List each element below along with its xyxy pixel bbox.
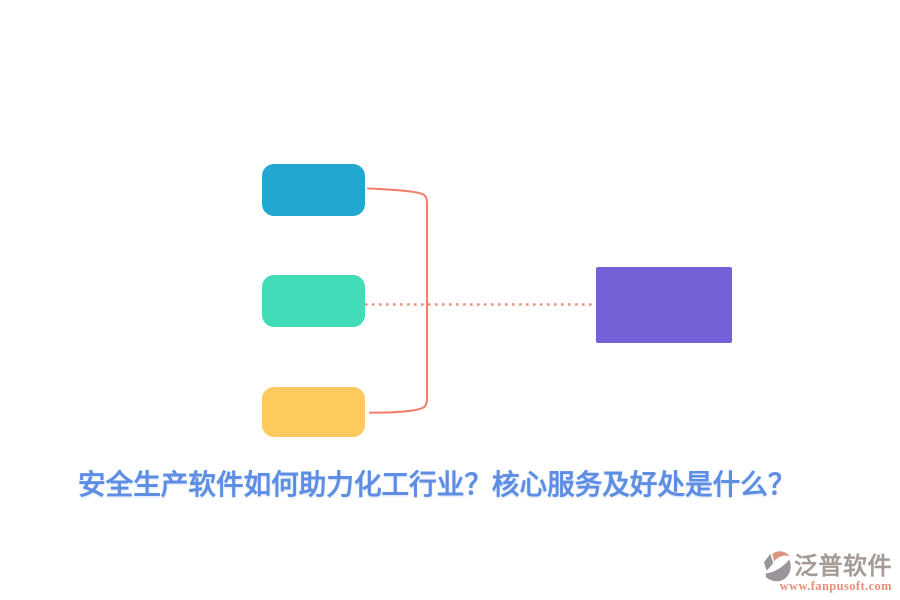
root-node	[596, 267, 732, 343]
fanpu-logo-icon	[763, 551, 791, 582]
brand-name: 泛普软件	[794, 553, 892, 580]
brand-url: www.fanpusoft.com	[779, 579, 892, 593]
brand-row: 泛普软件	[762, 549, 892, 582]
branch-node-middle	[262, 275, 365, 327]
branch-node-top	[262, 164, 365, 216]
brand-watermark: 泛普软件 www.fanpusoft.com	[762, 549, 892, 594]
branch-node-bottom	[262, 387, 365, 437]
bracket-connector	[367, 187, 428, 414]
page-title: 安全生产软件如何助力化工行业？核心服务及好处是什么？	[78, 469, 796, 500]
